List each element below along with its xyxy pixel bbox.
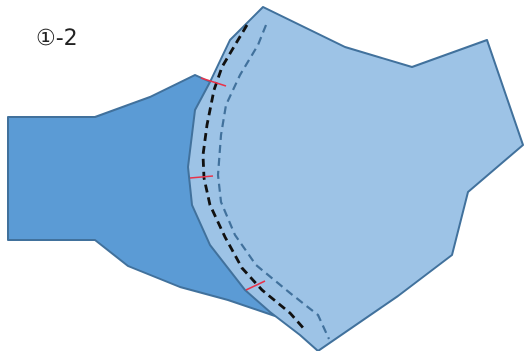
alignment-tick-top <box>200 77 227 87</box>
black-stitch-line <box>201 24 307 331</box>
front-fabric-panel <box>187 6 524 351</box>
blue-seam-line <box>216 24 330 340</box>
step-label: ①-2 <box>36 26 78 51</box>
alignment-tick-middle <box>189 175 214 179</box>
alignment-tick-bottom <box>245 280 266 291</box>
